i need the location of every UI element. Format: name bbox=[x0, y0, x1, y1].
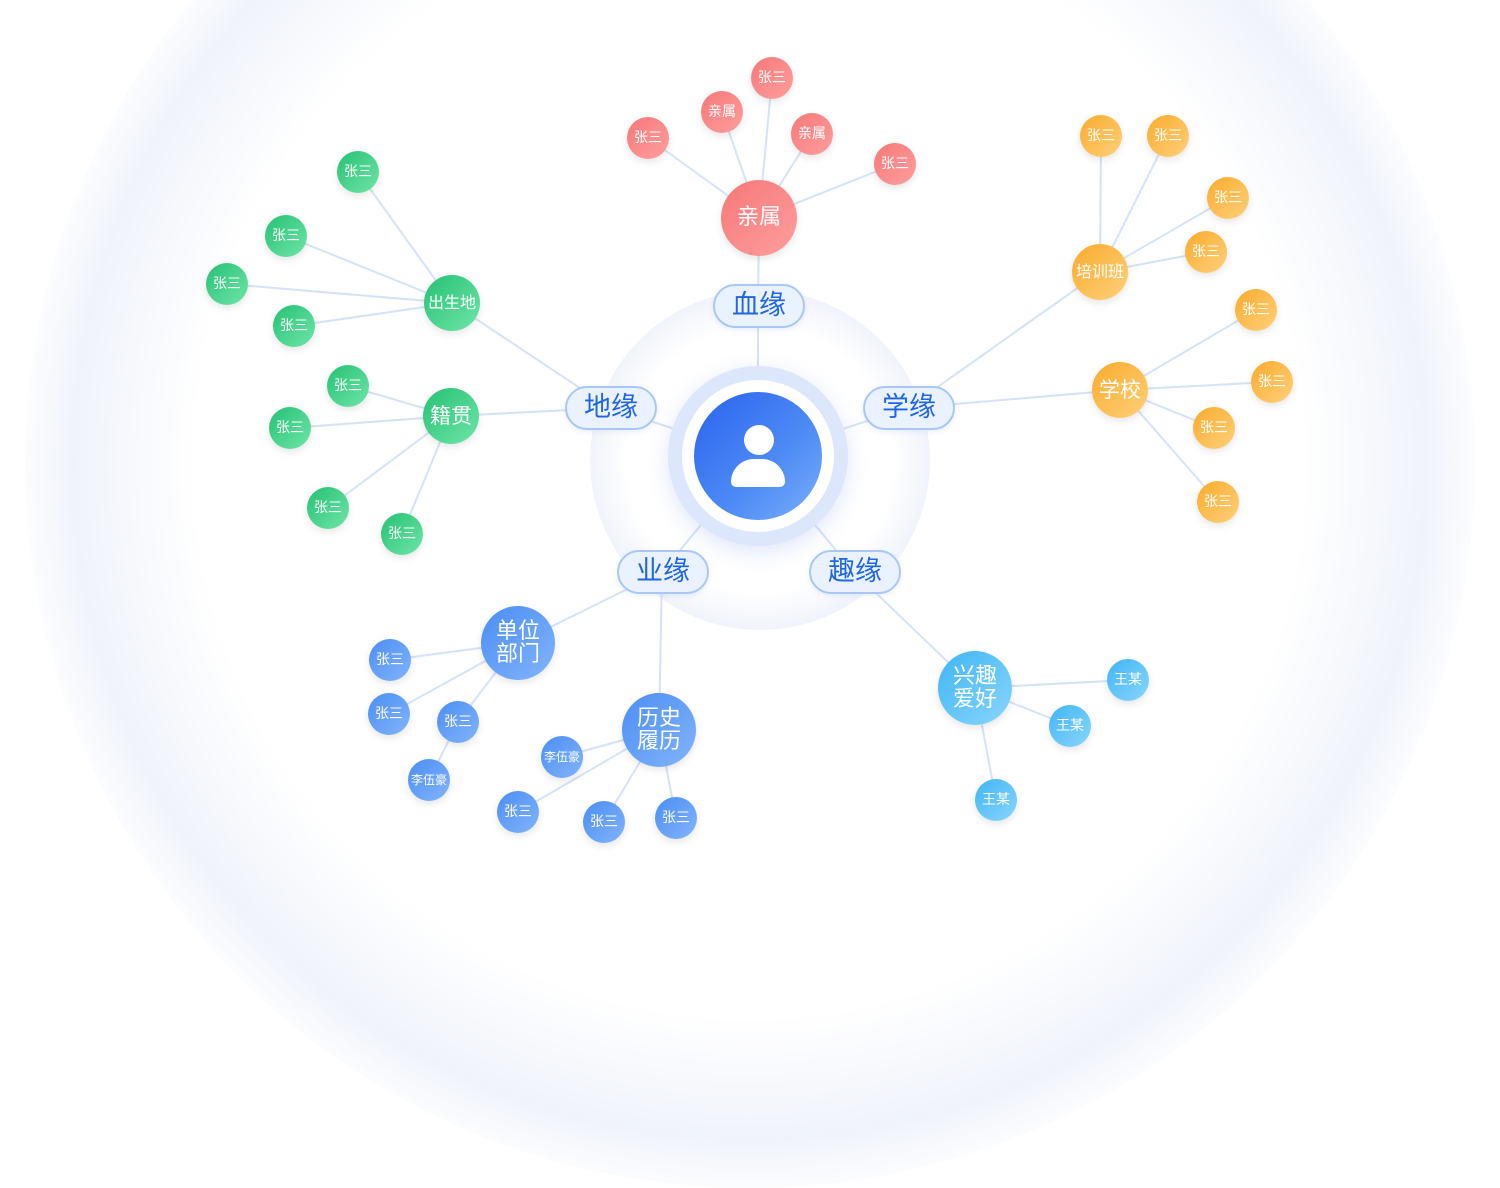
edge bbox=[907, 271, 1101, 409]
leaf-node[interactable]: 张三 bbox=[627, 117, 669, 159]
leaf-node[interactable]: 张三 bbox=[437, 701, 479, 743]
center-user-avatar[interactable] bbox=[668, 366, 848, 546]
leaf-node[interactable]: 张三 bbox=[368, 693, 410, 735]
leaf-node[interactable]: 张三 bbox=[369, 639, 411, 681]
leaf-node[interactable]: 张三 bbox=[307, 487, 349, 529]
leaf-node[interactable]: 张三 bbox=[1147, 115, 1189, 157]
leaf-node[interactable]: 张三 bbox=[273, 305, 315, 347]
leaf-node[interactable]: 张三 bbox=[497, 791, 539, 833]
leaf-node[interactable]: 亲属 bbox=[791, 113, 833, 155]
category-hobby[interactable]: 趣缘 bbox=[809, 550, 901, 594]
user-icon-body bbox=[731, 459, 785, 487]
group-school[interactable]: 学校 bbox=[1092, 362, 1148, 418]
leaf-node[interactable]: 李伍豪 bbox=[408, 759, 450, 801]
leaf-node[interactable]: 张三 bbox=[1080, 115, 1122, 157]
leaf-node[interactable]: 张三 bbox=[1235, 289, 1277, 331]
leaf-node[interactable]: 王某 bbox=[1049, 705, 1091, 747]
category-work[interactable]: 业缘 bbox=[617, 550, 709, 594]
leaf-node[interactable]: 张三 bbox=[874, 143, 916, 185]
leaf-node[interactable]: 张三 bbox=[337, 151, 379, 193]
edge bbox=[226, 283, 453, 304]
leaf-node[interactable]: 王某 bbox=[975, 779, 1017, 821]
group-hobby[interactable]: 兴趣爱好 bbox=[938, 651, 1012, 725]
leaf-node[interactable]: 张三 bbox=[206, 263, 248, 305]
user-icon bbox=[694, 392, 822, 520]
leaf-node[interactable]: 张三 bbox=[1251, 361, 1293, 403]
category-school[interactable]: 学缘 bbox=[863, 386, 955, 430]
group-history[interactable]: 历史履历 bbox=[622, 693, 696, 767]
leaf-node[interactable]: 张三 bbox=[1197, 481, 1239, 523]
group-birthplace[interactable]: 出生地 bbox=[424, 275, 480, 331]
leaf-node[interactable]: 亲属 bbox=[701, 91, 743, 133]
leaf-node[interactable]: 张三 bbox=[1207, 177, 1249, 219]
user-icon-head bbox=[744, 425, 774, 455]
group-ancestral-home[interactable]: 籍贯 bbox=[423, 388, 479, 444]
category-kinship[interactable]: 血缘 bbox=[713, 284, 805, 328]
leaf-node[interactable]: 张三 bbox=[269, 407, 311, 449]
group-training-class[interactable]: 培训班 bbox=[1072, 244, 1128, 300]
leaf-node[interactable]: 张三 bbox=[583, 801, 625, 843]
leaf-node[interactable]: 张三 bbox=[1193, 407, 1235, 449]
leaf-node[interactable]: 张三 bbox=[751, 57, 793, 99]
leaf-node[interactable]: 张三 bbox=[327, 365, 369, 407]
leaf-node[interactable]: 张三 bbox=[381, 513, 423, 555]
leaf-node[interactable]: 王某 bbox=[1107, 659, 1149, 701]
leaf-node[interactable]: 张三 bbox=[265, 215, 307, 257]
leaf-node[interactable]: 李伍豪 bbox=[541, 736, 583, 778]
group-kinship[interactable]: 亲属 bbox=[721, 180, 797, 256]
edge bbox=[285, 235, 453, 304]
category-native-place[interactable]: 地缘 bbox=[565, 386, 657, 430]
group-department[interactable]: 单位部门 bbox=[481, 606, 555, 680]
leaf-node[interactable]: 张三 bbox=[1185, 231, 1227, 273]
leaf-node[interactable]: 张三 bbox=[655, 797, 697, 839]
